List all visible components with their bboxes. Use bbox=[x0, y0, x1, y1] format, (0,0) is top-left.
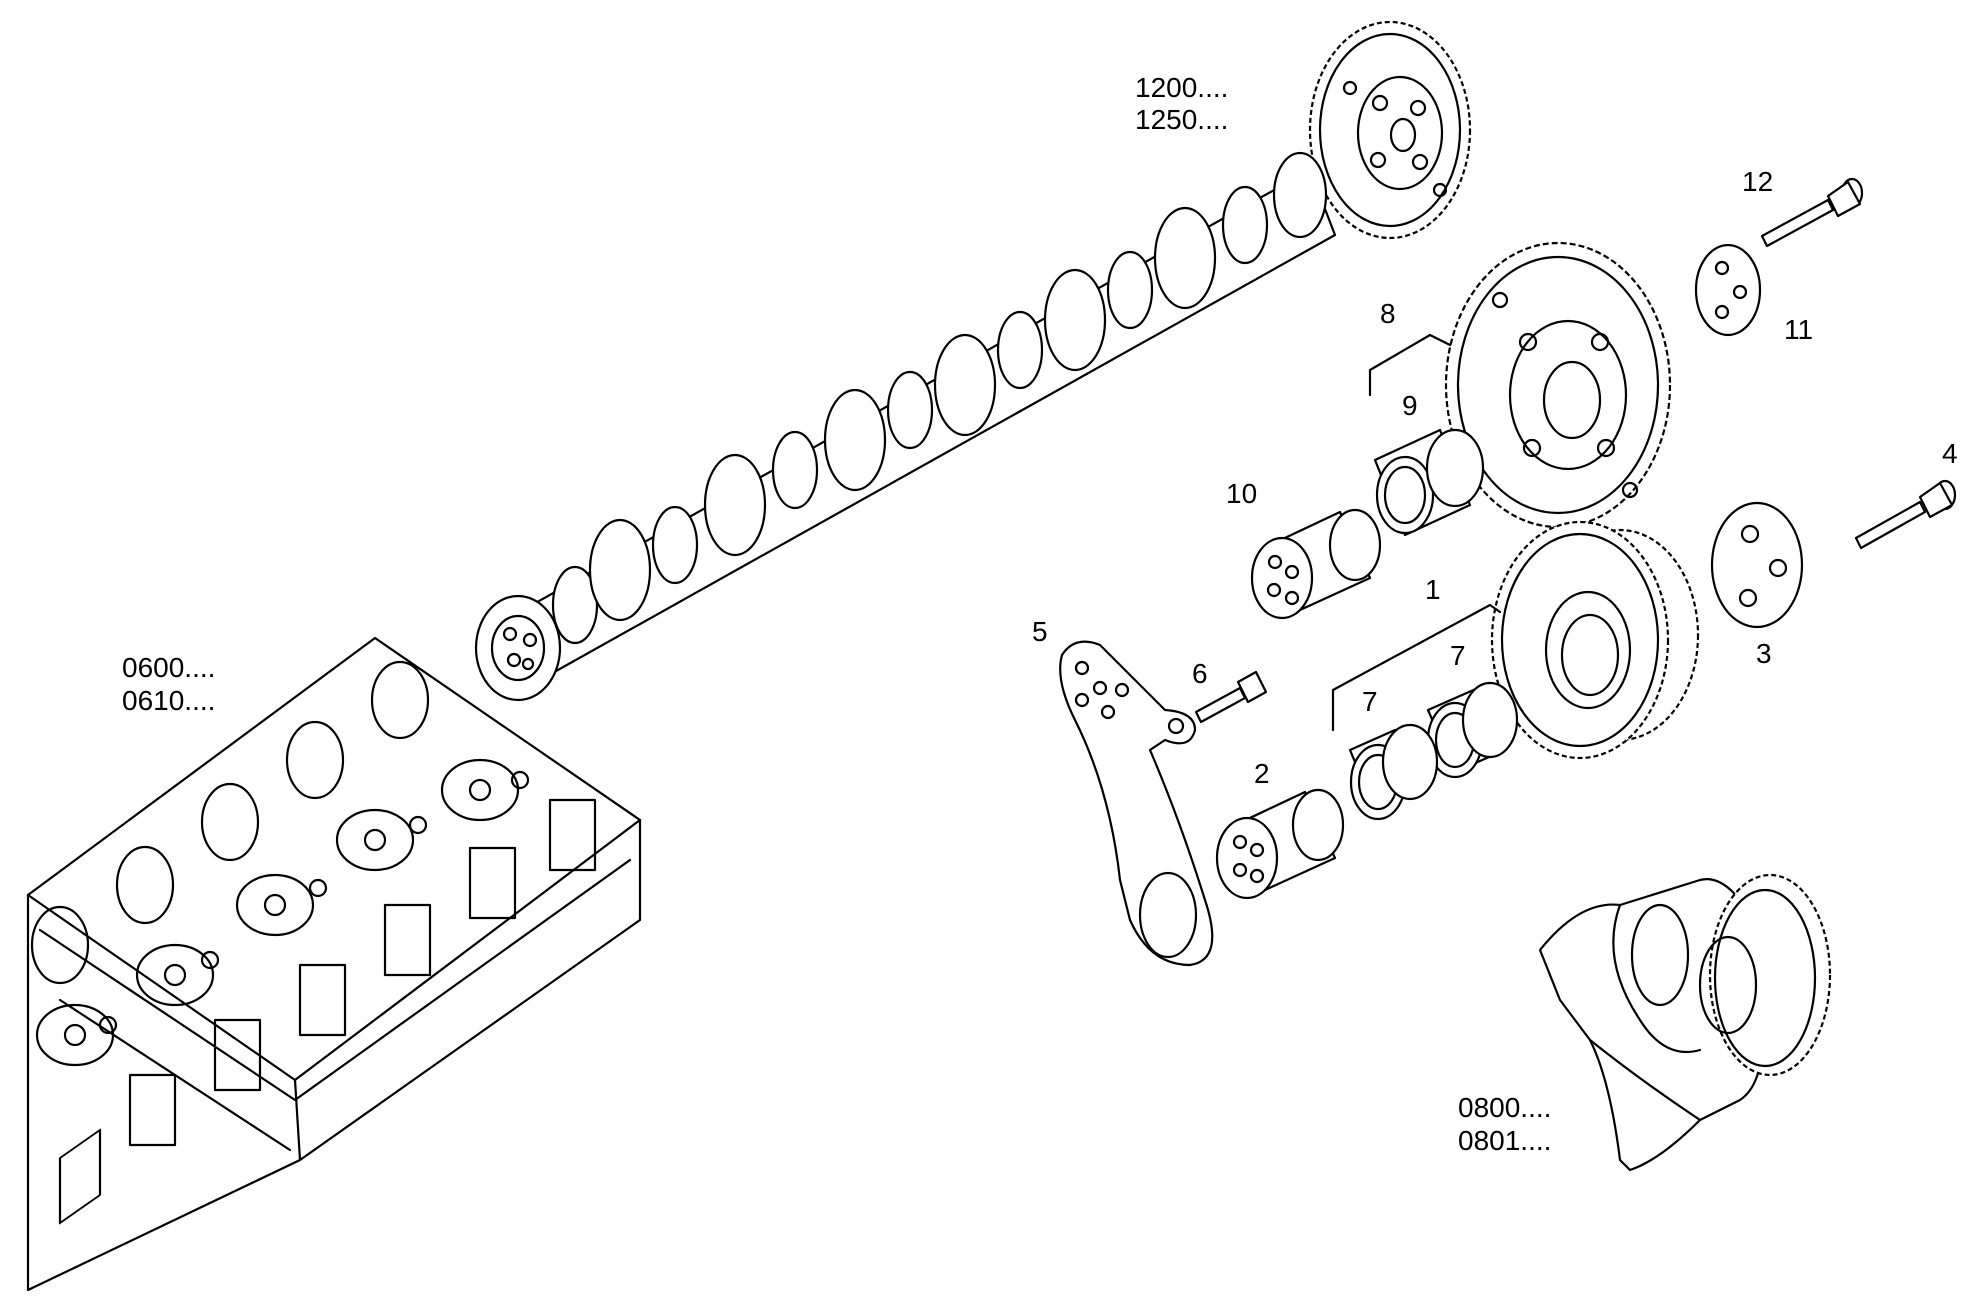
bushing-7-left bbox=[1348, 723, 1439, 821]
callout-7-right: 7 bbox=[1450, 640, 1466, 671]
callout-3: 3 bbox=[1756, 638, 1772, 669]
camshaft bbox=[474, 151, 1337, 702]
callout-8: 8 bbox=[1380, 298, 1396, 329]
callout-12: 12 bbox=[1742, 166, 1774, 197]
callout-0800: 0800.... bbox=[1458, 1092, 1552, 1123]
bushing-9 bbox=[1373, 428, 1485, 537]
bolt-12 bbox=[1760, 177, 1864, 248]
bracket-8 bbox=[1368, 333, 1452, 397]
washer-11 bbox=[1694, 243, 1762, 337]
bracket-1 bbox=[1331, 603, 1502, 732]
callout-7-left: 7 bbox=[1362, 686, 1378, 717]
idler-gear-8 bbox=[1444, 241, 1672, 529]
pin-10 bbox=[1250, 508, 1382, 620]
camshaft-gear-1200 bbox=[1308, 20, 1472, 240]
callout-4: 4 bbox=[1942, 438, 1958, 469]
support-bracket-5 bbox=[1059, 640, 1214, 967]
callout-0600: 0600.... bbox=[122, 652, 216, 683]
callout-1250: 1250.... bbox=[1135, 104, 1229, 135]
bolt-6 bbox=[1194, 670, 1268, 724]
double-gear-1 bbox=[1490, 520, 1700, 760]
callout-10: 10 bbox=[1226, 478, 1258, 509]
callout-11: 11 bbox=[1784, 314, 1814, 345]
callout-0610: 0610.... bbox=[122, 685, 216, 716]
cylinder-head-0600 bbox=[26, 636, 642, 1292]
pin-2 bbox=[1215, 788, 1345, 900]
callout-1200: 1200.... bbox=[1135, 72, 1229, 103]
callout-9: 9 bbox=[1402, 390, 1418, 421]
callout-1: 1 bbox=[1425, 574, 1441, 605]
crankshaft-0800 bbox=[1538, 873, 1832, 1172]
callout-0801: 0801.... bbox=[1458, 1125, 1552, 1156]
callout-5: 5 bbox=[1032, 616, 1048, 647]
bushing-7-right bbox=[1426, 681, 1519, 779]
callout-2: 2 bbox=[1254, 758, 1270, 789]
washer-3 bbox=[1710, 501, 1804, 629]
bolt-4 bbox=[1854, 479, 1957, 550]
callout-6: 6 bbox=[1192, 658, 1208, 689]
